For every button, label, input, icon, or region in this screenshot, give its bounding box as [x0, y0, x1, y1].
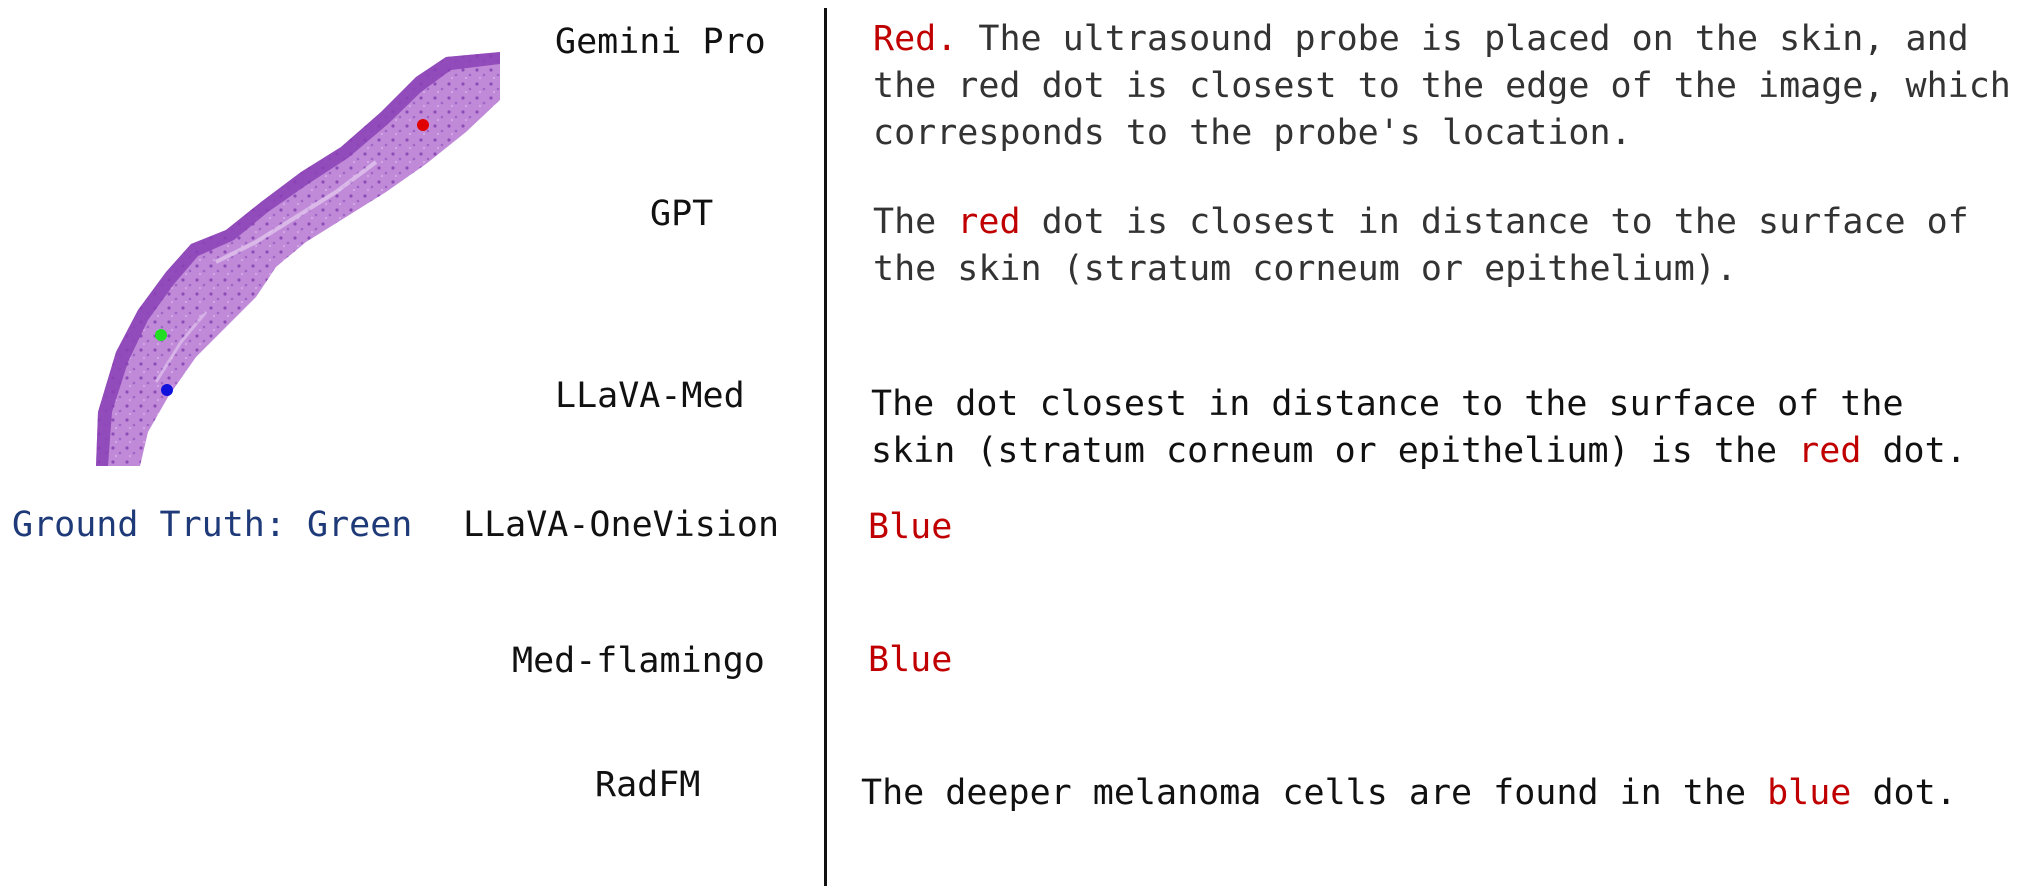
model-name-med-flamingo: Med-flamingo: [512, 641, 765, 681]
answer-gemini-pro: Red. The ultrasound probe is placed on t…: [873, 16, 2011, 157]
red-dot: [417, 119, 429, 131]
answer-med-flamingo: Blue: [868, 640, 953, 680]
answer-text: skin (stratum corneum or epithelium) is …: [871, 431, 1799, 471]
answer-text: The ultrasound probe is placed on the sk…: [957, 19, 1969, 59]
model-name-llava-onevision: LLaVA-OneVision: [463, 505, 780, 545]
model-name-gpt: GPT: [650, 194, 714, 234]
model-name-gemini-pro: Gemini Pro: [555, 22, 766, 62]
answer-text: the red dot is closest to the edge of th…: [873, 66, 2011, 106]
column-divider: [824, 8, 827, 886]
model-name-llava-med: LLaVA-Med: [555, 376, 745, 416]
green-dot: [155, 329, 167, 341]
model-name-radfm: RadFM: [595, 765, 701, 805]
blue-dot: [161, 384, 173, 396]
answer-highlight: blue: [1767, 773, 1852, 813]
answer-text: The: [873, 202, 958, 242]
answer-highlight: red: [1798, 431, 1862, 471]
answer-radfm: The deeper melanoma cells are found in t…: [861, 770, 1957, 817]
answer-llava-med: The dot closest in distance to the surfa…: [871, 381, 1967, 475]
histology-slide-image: [96, 52, 500, 466]
answer-highlight: Red.: [873, 19, 958, 59]
answer-gpt: The red dot is closest in distance to th…: [873, 199, 1969, 293]
answer-llava-onevision: Blue: [868, 507, 953, 547]
answer-text: the skin (stratum corneum or epithelium)…: [873, 249, 1737, 289]
answer-text: corresponds to the probe's location.: [873, 113, 1632, 153]
answer-text: The deeper melanoma cells are found in t…: [861, 773, 1768, 813]
answer-highlight: red: [957, 202, 1021, 242]
answer-text: dot.: [1851, 773, 1957, 813]
answer-text: dot.: [1861, 431, 1967, 471]
answer-text: The dot closest in distance to the surfa…: [871, 384, 1904, 424]
answer-text: dot is closest in distance to the surfac…: [1020, 202, 1969, 242]
ground-truth-label: Ground Truth: Green: [12, 505, 413, 545]
